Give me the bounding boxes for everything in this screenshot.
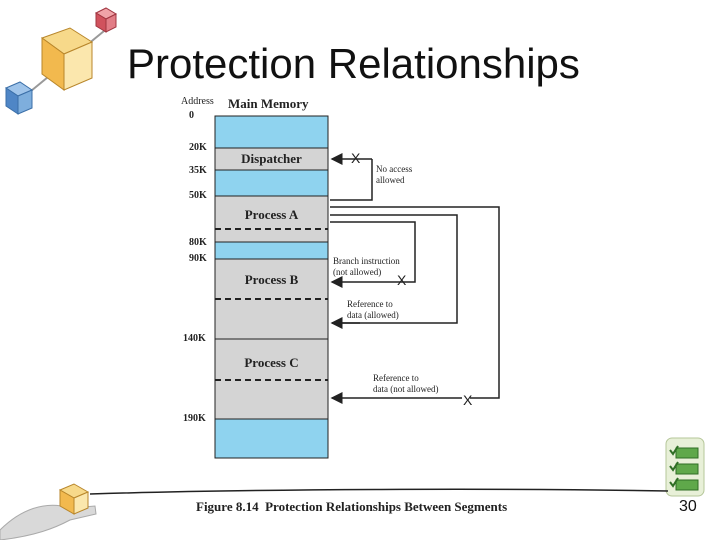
free-memory-region	[215, 419, 328, 458]
free-memory-region	[215, 242, 328, 259]
process-a-label: Process A	[215, 207, 328, 223]
caption-text: Protection Relationships Between Segment…	[265, 499, 507, 514]
address-label: 90K	[189, 253, 207, 264]
annotation-ref-allowed: Reference to data (allowed)	[347, 299, 399, 321]
free-memory-region	[215, 170, 328, 196]
annotation-branch: Branch instruction (not allowed)	[333, 256, 400, 278]
address-label: 35K	[189, 165, 207, 176]
figure-caption: Figure 8.14 Protection Relationships Bet…	[196, 499, 507, 515]
annotation-no-access: No access allowed	[376, 164, 412, 186]
annotation-line: No access	[376, 164, 412, 175]
address-label: 20K	[189, 142, 207, 153]
free-memory-region	[215, 116, 328, 148]
address-header: Address	[181, 96, 214, 107]
annotation-line: (not allowed)	[333, 267, 400, 278]
annotation-line: allowed	[376, 175, 412, 186]
address-label: 140K	[183, 333, 206, 344]
process-b-label: Process B	[215, 272, 328, 288]
x-mark: X	[351, 150, 360, 166]
dispatcher-label: Dispatcher	[215, 151, 328, 167]
process-b-segment	[215, 259, 328, 339]
annotation-line: data (not allowed)	[373, 384, 438, 395]
annotation-line: Branch instruction	[333, 256, 400, 267]
x-mark: X	[397, 272, 406, 288]
address-label: 80K	[189, 237, 207, 248]
x-mark: X	[463, 392, 472, 408]
process-c-segment	[215, 339, 328, 419]
annotation-line: data (allowed)	[347, 310, 399, 321]
caption-number: Figure 8.14	[196, 499, 259, 514]
address-label: 50K	[189, 190, 207, 201]
annotation-line: Reference to	[347, 299, 399, 310]
address-label: 190K	[183, 413, 206, 424]
address-label: 0	[189, 110, 194, 121]
slide-number: 30	[679, 498, 697, 516]
annotation-ref-not-allowed: Reference to data (not allowed)	[373, 373, 438, 395]
process-c-label: Process C	[215, 355, 328, 371]
main-memory-header: Main Memory	[228, 96, 309, 112]
annotation-line: Reference to	[373, 373, 438, 384]
